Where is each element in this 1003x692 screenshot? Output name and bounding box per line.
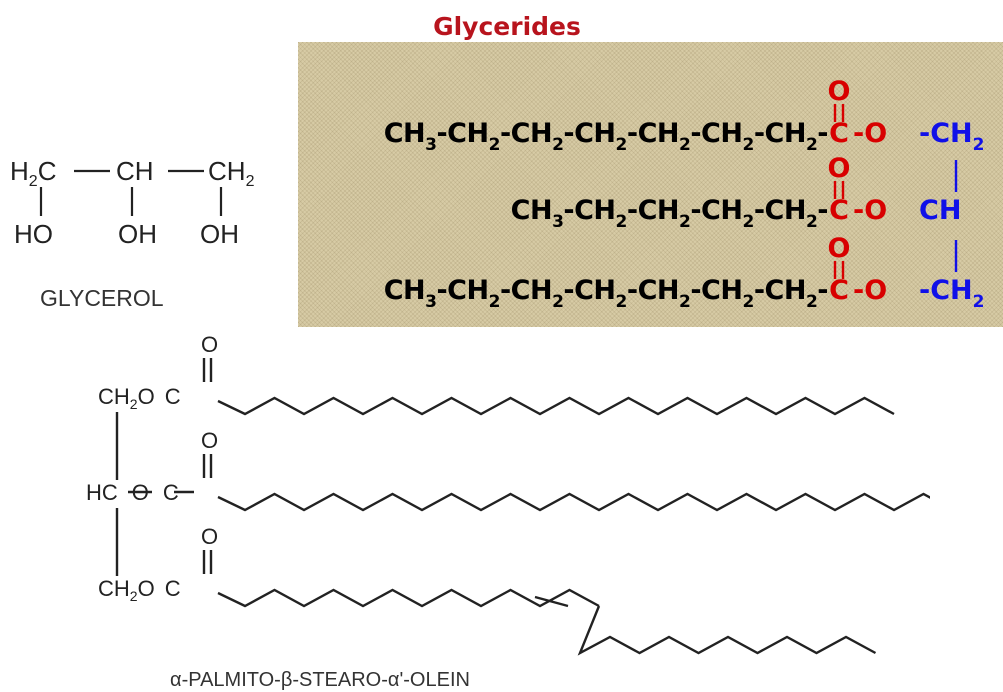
glycerol-label: GLYCEROL — [40, 285, 164, 311]
glycerol-carbon-row-1: -CH2 — [919, 118, 984, 155]
ester-oxygen-row-1: -O — [853, 118, 887, 149]
carbonyl-carbon-row-1: C — [829, 118, 849, 149]
glycerol-c1: H2C — [10, 156, 56, 190]
row3-oxygen: O — [201, 524, 218, 549]
fatty-acid-chain-row-2: CH3-CH2-CH2-CH2-CH2- — [511, 195, 828, 232]
carbonyl-oxygen-row-1: O — [828, 76, 851, 107]
ester-oxygen-row-3: -O — [853, 275, 887, 306]
carbonyl-carbon-row-2: C — [829, 195, 849, 226]
glycerol-c3: CH2 — [208, 156, 255, 190]
row2-oxygen: O — [201, 428, 218, 453]
glycerol-oh-1: HO — [14, 219, 53, 249]
carbonyl-oxygen-row-3: O — [828, 233, 851, 264]
glycerol-structure: H2C CH CH2 HO OH OH GLYCEROL — [10, 156, 255, 311]
glycerol-carbon-row-2: CH — [919, 195, 961, 226]
row1-oxygen: O — [201, 332, 218, 357]
stearoyl-chain — [217, 492, 930, 512]
mixed-triglyceride-label: α-PALMITO-β-STEARO-α'-OLEIN — [170, 669, 470, 691]
glycerol-carbon-row-3: -CH2 — [919, 275, 984, 312]
oleoyl-cis-double-bond — [534, 595, 569, 608]
glycerol-c2: CH — [116, 156, 154, 186]
oleoyl-chain-segment-1 — [217, 588, 600, 608]
fatty-acid-chain-row-3: CH3-CH2-CH2-CH2-CH2-CH2-CH2- — [384, 275, 828, 312]
carbonyl-carbon-row-3: C — [829, 275, 849, 306]
palmitoyl-chain — [217, 396, 895, 416]
glycerol-oh-2: OH — [118, 219, 157, 249]
carbonyl-oxygen-row-2: O — [828, 153, 851, 184]
fatty-acid-chain-row-1: CH3-CH2-CH2-CH2-CH2-CH2-CH2- — [384, 118, 828, 155]
oleoyl-chain-segment-2 — [577, 605, 877, 656]
page-title: Glycerides — [433, 12, 581, 41]
ester-oxygen-row-2: -O — [853, 195, 887, 226]
glycerol-oh-3: OH — [200, 219, 239, 249]
triglyceride-structure: CH3-CH2-CH2-CH2-CH2-CH2-CH2-CO-O-CH2CH3-… — [384, 76, 985, 312]
